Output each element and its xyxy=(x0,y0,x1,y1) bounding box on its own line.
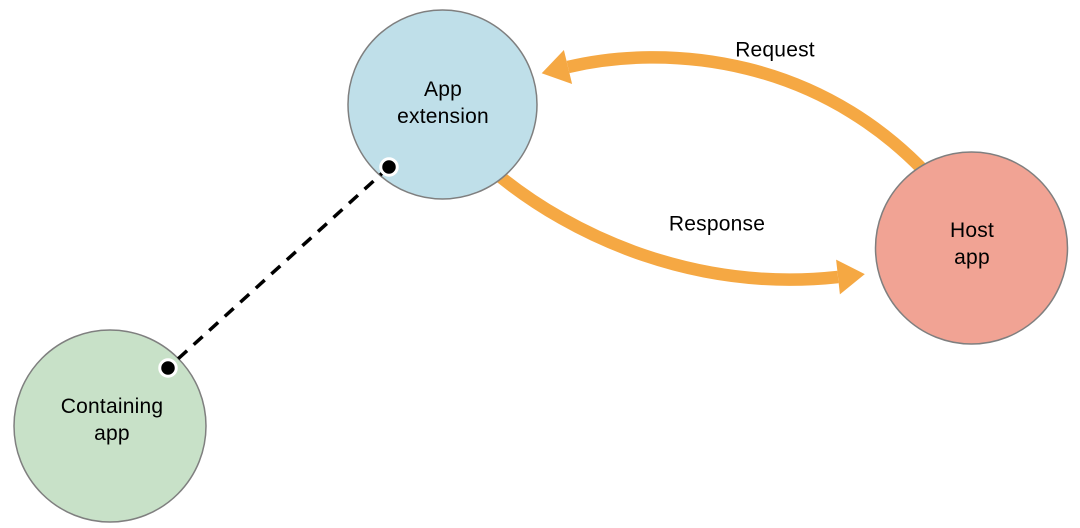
node-label-host-app: Host app xyxy=(950,219,994,269)
node-label-app-extension: App extension xyxy=(397,78,489,128)
containment-dashed-line xyxy=(166,165,391,370)
edge-label-request: Request xyxy=(735,38,815,62)
response-arrowhead-icon xyxy=(836,259,865,295)
node-label-containing-app: Containing app xyxy=(60,395,164,445)
edge-label-response: Response xyxy=(668,212,766,236)
containment-endpoint-dot-containing-app xyxy=(158,358,178,378)
containment-endpoint-dot-app-extension xyxy=(379,157,399,177)
node-app-extension xyxy=(347,9,538,200)
node-containing-app xyxy=(13,329,207,523)
node-host-app xyxy=(874,151,1069,345)
response-arrow-curve xyxy=(487,165,839,286)
request-arrow-curve xyxy=(566,51,953,202)
request-arrowhead-icon xyxy=(541,50,573,84)
